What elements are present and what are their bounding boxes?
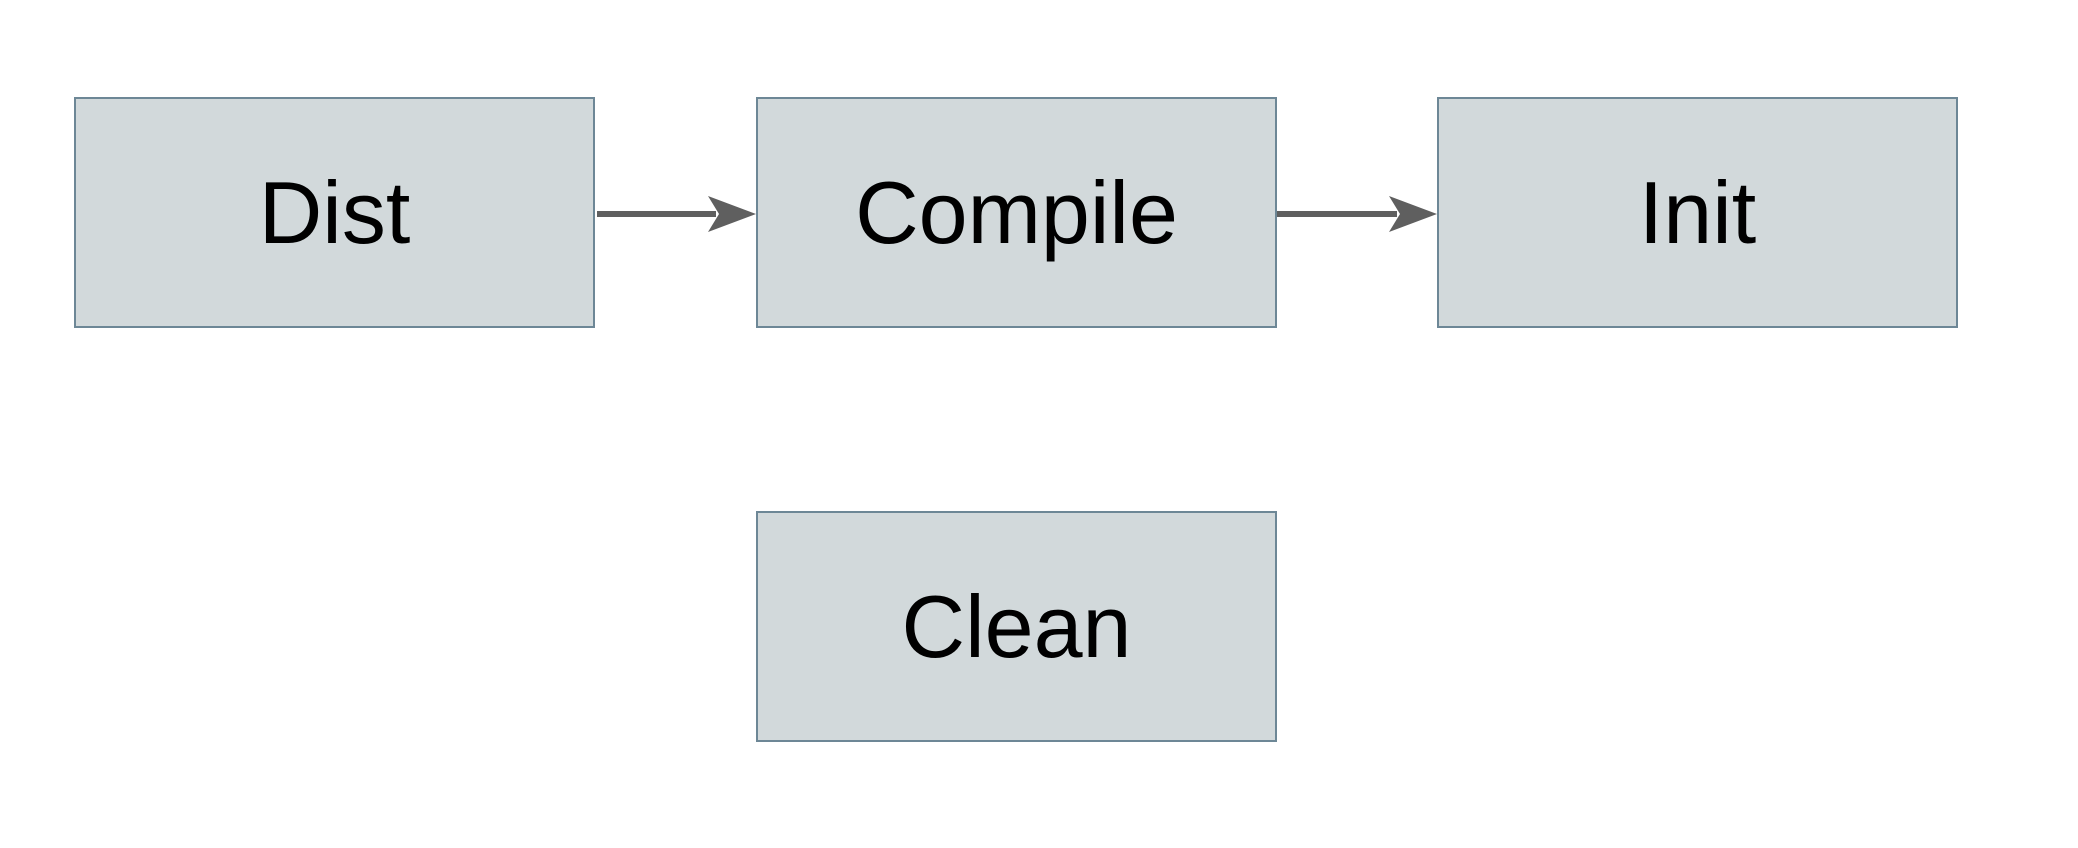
node-clean-label: Clean (901, 576, 1132, 676)
node-compile-label: Compile (855, 162, 1178, 262)
node-clean[interactable]: Clean (756, 511, 1277, 742)
edge-dist-to-compile (597, 196, 756, 232)
node-init[interactable]: Init (1437, 97, 1958, 328)
node-init-label: Init (1638, 162, 1757, 262)
arrowhead-icon (1389, 196, 1437, 232)
node-dist[interactable]: Dist (74, 97, 595, 328)
edge-compile-to-init (1277, 196, 1437, 232)
node-compile[interactable]: Compile (756, 97, 1277, 328)
node-dist-label: Dist (258, 162, 411, 262)
arrowhead-icon (708, 196, 756, 232)
